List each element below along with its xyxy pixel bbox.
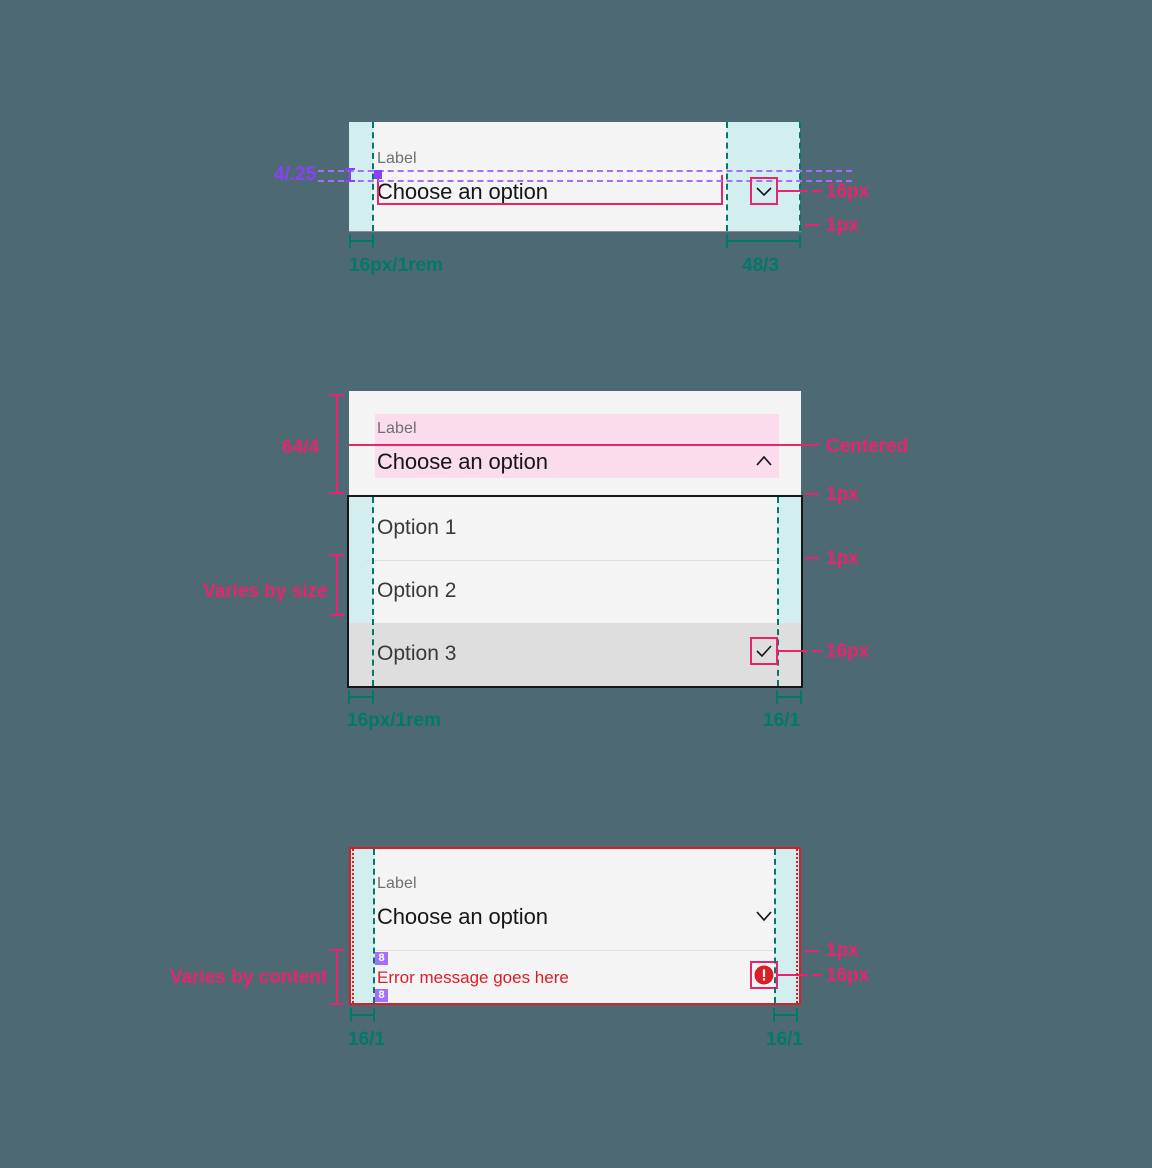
menu-right-padding-label-panel2: 16/1: [763, 710, 800, 731]
border-leader-panel1: [805, 224, 819, 226]
menu-left-padding-bracket-panel2: [348, 690, 374, 704]
value-baseline-left-tick-panel1: [377, 175, 379, 205]
option-row-2-fill: [373, 560, 777, 623]
left-padding-guide-panel3: [373, 849, 375, 1003]
error-height-label-panel3: Varies by content: [170, 967, 328, 988]
icon-measure-box-panel1: [750, 177, 778, 205]
error-spacing-badge-top-panel3: 8: [375, 952, 388, 965]
error-divider-panel3: [375, 950, 773, 951]
error-left-border-guide-panel3: [352, 849, 354, 1003]
menu-right-padding-guide-panel2: [777, 497, 779, 686]
icon-size-label-panel1: 16px: [826, 181, 870, 202]
field-label-panel2: Label: [377, 420, 417, 437]
field-label-panel3: Label: [377, 875, 417, 892]
menu-divider-label-panel2: 1px: [826, 548, 859, 569]
left-padding-label-panel3: 16/1: [348, 1029, 385, 1050]
error-filled-icon-panel3: [754, 965, 774, 985]
error-message-panel3: Error message goes here: [377, 968, 569, 987]
affordance-right-guide-panel1: [799, 122, 801, 231]
affordance-left-guide-panel1: [726, 122, 728, 231]
label-gap-guide-top-panel1: [318, 170, 852, 172]
row-height-bracket-panel2: [330, 554, 344, 616]
chevron-up-icon-panel2[interactable]: [753, 453, 775, 469]
right-affordance-band-panel1: [727, 122, 800, 231]
label-gap-guide-bottom-panel1: [318, 180, 852, 182]
field-height-bracket-panel2: [330, 394, 344, 494]
chevron-down-icon-panel3[interactable]: [753, 908, 775, 924]
right-padding-bracket-panel3: [773, 1008, 798, 1022]
check-size-leader-dash-panel2: [812, 650, 822, 652]
left-padding-bracket-panel3: [350, 1008, 375, 1022]
field-value-panel1: Choose an option: [377, 179, 548, 204]
menu-top-border-label-panel2: 1px: [826, 484, 859, 505]
checkmark-icon-panel2[interactable]: [754, 643, 774, 659]
error-right-border-guide-panel3: [796, 849, 798, 1003]
menu-left-padding-label-panel2: 16px/1rem: [347, 710, 442, 731]
error-icon-size-label-panel3: 16px: [826, 965, 870, 986]
menu-divider-leader-panel2: [805, 557, 819, 559]
icon-size-leader-dash-panel1: [812, 190, 822, 192]
icon-size-leader-panel1: [778, 190, 808, 192]
error-height-bracket-panel3: [330, 949, 344, 1005]
error-divider-leader-panel3: [805, 950, 819, 952]
row-height-label-panel2: Varies by size: [203, 581, 328, 602]
value-baseline-panel1: [377, 203, 723, 205]
option-label-3-text: Option 3: [377, 642, 457, 665]
label-gap-anchor-dot-panel1: [374, 170, 382, 179]
centered-leader-panel2: [805, 444, 819, 446]
label-gap-bracket-panel1: [345, 168, 355, 182]
dropdown-field-fill-panel1: [373, 122, 727, 231]
field-label-panel1: Label: [377, 150, 417, 167]
value-baseline-right-tick-panel1: [721, 175, 723, 205]
centered-axis-rule-panel2: [349, 444, 811, 446]
field-value-panel2: Choose an option: [377, 449, 548, 474]
dropdown-field-underline-panel1: [349, 231, 801, 232]
option-row-1-fill: [373, 497, 777, 560]
menu-top-border-leader-panel2: [805, 493, 819, 495]
option-row-3-fill: [373, 623, 777, 686]
right-padding-band-panel3: [775, 849, 799, 1003]
menu-right-padding-bracket-panel2: [776, 690, 802, 704]
option-label-1-text: Option 1: [377, 516, 457, 539]
error-icon-leader-dash-panel3: [812, 974, 822, 976]
field-value-panel3: Choose an option: [377, 904, 548, 929]
menu-left-padding-guide-panel2: [372, 497, 374, 686]
option-label-2-text: Option 2: [377, 579, 457, 602]
field-height-label-panel2: 64/4: [282, 437, 319, 458]
left-padding-band-panel1: [349, 122, 373, 231]
affordance-width-label-panel1: 48/3: [742, 255, 779, 276]
error-icon-measure-box-panel3: [750, 961, 778, 989]
left-padding-label-panel1: 16px/1rem: [349, 255, 444, 276]
label-gap-measure-panel1: 4/.25: [274, 164, 317, 185]
centered-content-band-panel2: [375, 414, 779, 478]
chevron-down-icon-panel1[interactable]: [754, 183, 774, 199]
check-size-label-panel2: 16px: [826, 641, 870, 662]
border-label-panel1: 1px: [826, 215, 859, 236]
centered-label-panel2: Centered: [826, 436, 909, 457]
left-padding-band-panel3: [351, 849, 375, 1003]
right-padding-label-panel3: 16/1: [766, 1029, 803, 1050]
right-padding-guide-panel3: [774, 849, 776, 1003]
error-spacing-badge-bottom-panel3: 8: [375, 989, 388, 1002]
error-divider-label-panel3: 1px: [826, 940, 859, 961]
check-measure-box-panel2: [750, 637, 778, 665]
error-icon-leader-panel3: [778, 974, 808, 976]
option-row-2-divider: [373, 560, 777, 561]
left-padding-guide-panel1: [372, 122, 374, 231]
left-padding-bracket-panel1: [349, 234, 374, 248]
affordance-width-bracket-panel1: [726, 234, 801, 248]
check-size-leader-panel2: [778, 650, 808, 652]
error-card-fill-panel3: [375, 849, 773, 1003]
